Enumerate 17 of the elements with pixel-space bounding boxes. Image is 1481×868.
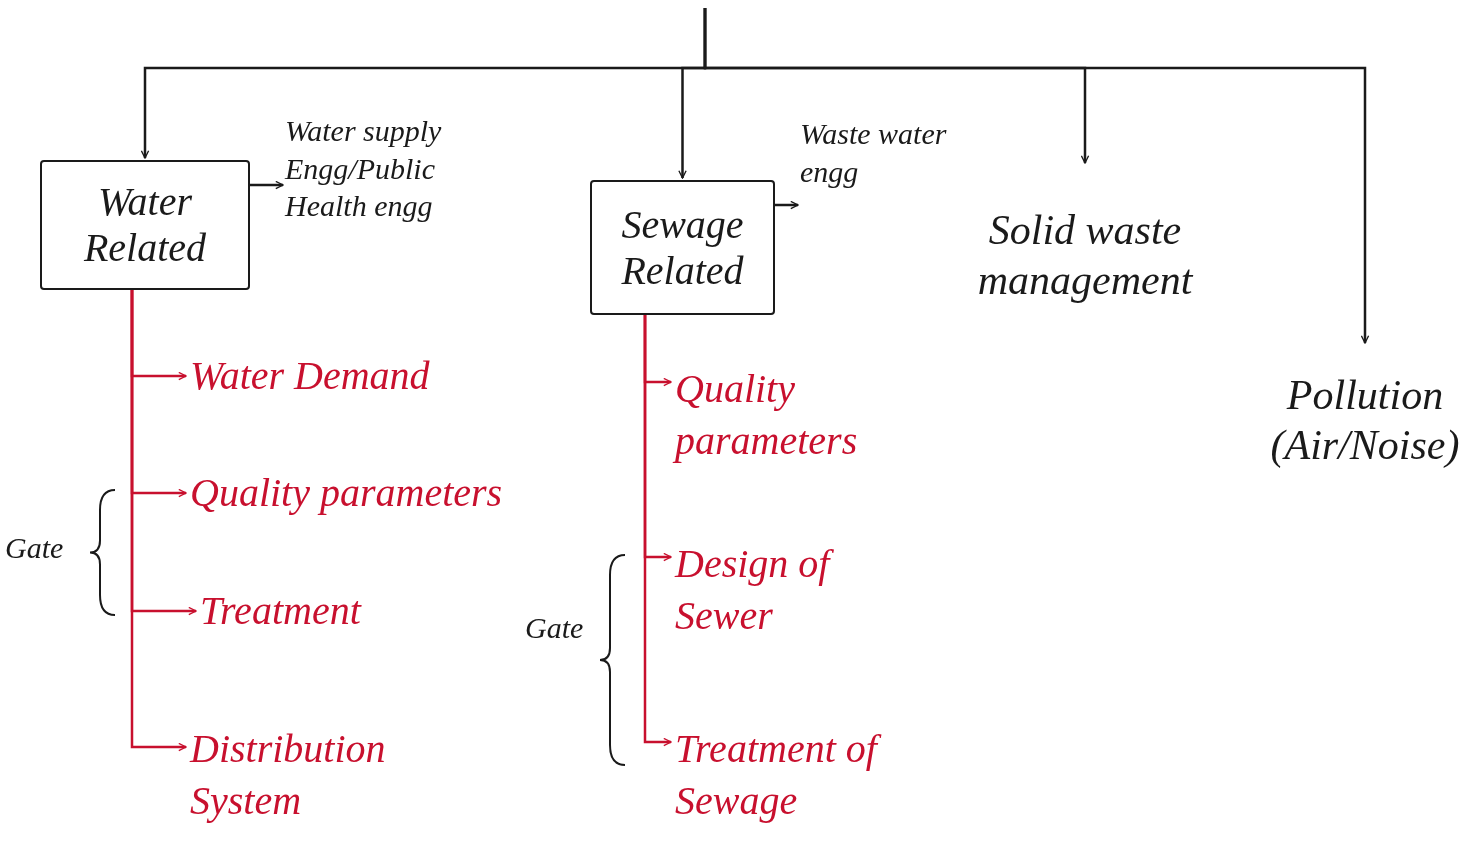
topic-text: Water Demand — [190, 345, 510, 407]
arrow — [250, 180, 284, 190]
bracket-label: Gate — [525, 610, 585, 646]
arrow — [643, 315, 672, 747]
category-box: Water Related — [40, 160, 250, 290]
annotation-text: Water supply Engg/Public Health engg — [285, 112, 475, 282]
bracket-label: Gate — [5, 530, 65, 566]
category-box: Sewage Related — [590, 180, 775, 315]
arrow — [703, 8, 1370, 344]
category-text: Pollution (Air/Noise) — [1255, 345, 1475, 495]
topic-text: Treatment of Sewage — [675, 710, 925, 840]
topic-text: Design of Sewer — [675, 525, 925, 655]
arrow — [775, 200, 799, 210]
arrow — [130, 290, 187, 752]
topic-text: Quality parameters — [190, 462, 560, 524]
topic-text: Distribution System — [190, 715, 490, 835]
topic-text: Treatment — [200, 580, 460, 642]
